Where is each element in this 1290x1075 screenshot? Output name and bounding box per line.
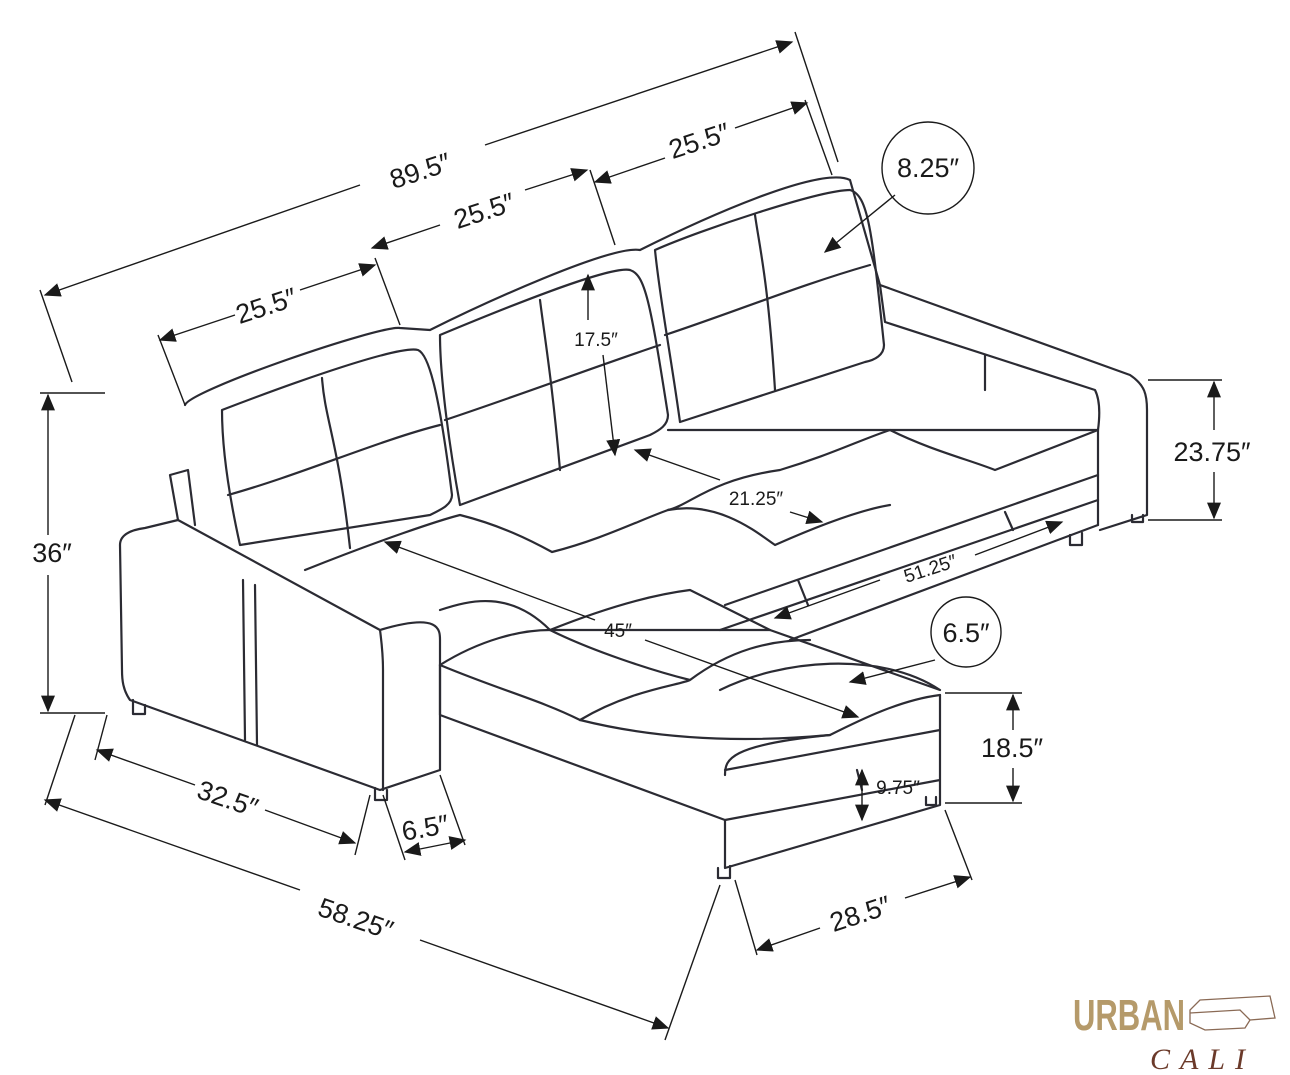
sofa-logo-icon	[1189, 995, 1276, 1031]
overall-height-label: 36″	[32, 538, 72, 568]
logo-cali-text: CALI	[1150, 1043, 1255, 1075]
sofa-drawing	[118, 176, 1149, 880]
back-cushion-right-label: 25.5″	[665, 117, 734, 165]
dimension-lines	[39, 31, 1222, 1041]
back-cushion-middle-label: 25.5″	[450, 187, 519, 235]
arm-width-label: 6.5″	[399, 809, 451, 847]
back-cushion-height-label: 17.5″	[574, 330, 618, 351]
back-cushion-thickness-label: 8.25″	[897, 153, 960, 183]
arm-height-label: 23.75″	[1173, 437, 1251, 467]
chaise-width-label: 28.5″	[826, 890, 895, 938]
seat-thickness-callout	[930, 596, 1002, 668]
seat-height-label: 18.5″	[981, 733, 1044, 763]
overall-depth-label: 58.25″	[314, 892, 397, 946]
seat-depth-label: 21.25″	[729, 489, 784, 510]
cushion-thickness-callout	[881, 121, 975, 215]
urban-cali-logo: URBAN CALI	[1073, 991, 1276, 1075]
back-cushion-left-label: 25.5″	[232, 282, 301, 330]
chaise-length-label: 45″	[604, 621, 632, 642]
storage-depth-label: 9.75″	[876, 778, 920, 799]
logo-urban-text: URBAN	[1073, 991, 1185, 1040]
seat-cushion-thickness-label: 6.5″	[942, 618, 990, 648]
overall-width-label: 89.5″	[386, 147, 455, 195]
arm-depth-label: 32.5″	[193, 775, 262, 824]
